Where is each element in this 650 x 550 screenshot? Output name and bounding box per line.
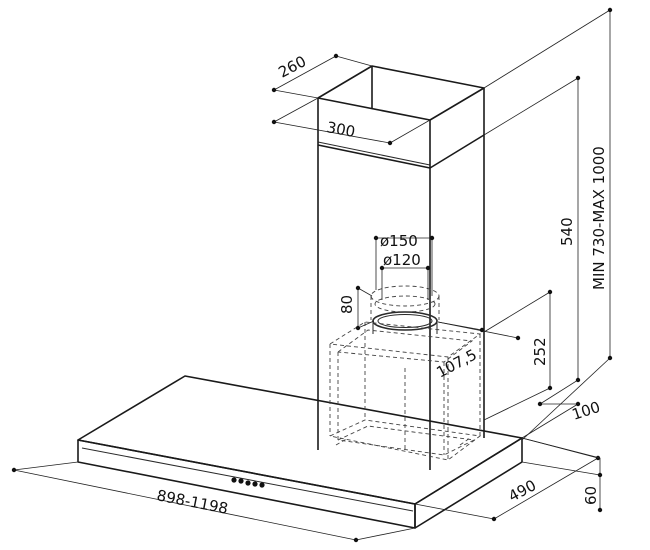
label-lower-chimney-height: 252: [531, 337, 549, 366]
label-outlet-diameter-inner: ø120: [383, 251, 421, 269]
hidden-motor-housing: [329, 285, 482, 461]
hood-canopy: [77, 375, 523, 529]
control-button-4: [252, 481, 258, 487]
control-button-2: [238, 478, 244, 484]
control-button-1: [231, 477, 237, 483]
label-rear-offset: 100: [570, 398, 603, 424]
label-outlet-height: 80: [338, 295, 356, 314]
label-hood-width-range: 898-1198: [155, 486, 229, 517]
canopy-top-surface: [77, 375, 523, 505]
control-button-3: [245, 480, 251, 486]
label-hood-depth: 490: [505, 476, 539, 505]
upper-chimney: [317, 65, 485, 168]
label-outlet-diameter-outer: ø150: [380, 232, 418, 250]
label-chimney-depth: 260: [275, 52, 309, 81]
dimension-lines: [11, 7, 613, 543]
control-buttons: [231, 477, 265, 488]
label-total-height-range: MIN 730-MAX 1000: [590, 146, 608, 290]
label-canopy-thickness: 60: [582, 486, 600, 505]
label-upper-chimney-height: 540: [558, 217, 576, 246]
upper-chimney-top: [317, 65, 485, 121]
label-chimney-width: 300: [325, 118, 356, 141]
control-button-5: [259, 482, 265, 488]
